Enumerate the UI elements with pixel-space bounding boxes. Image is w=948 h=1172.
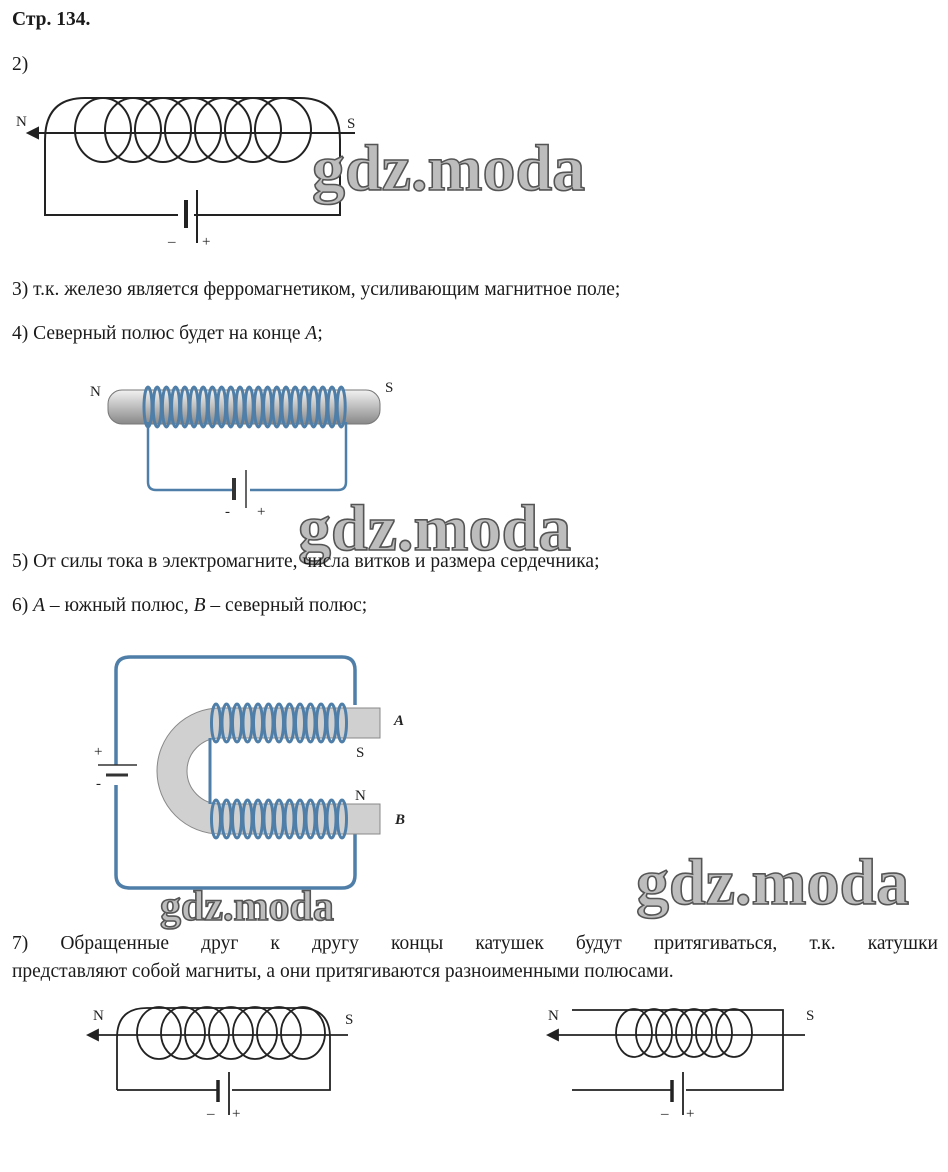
- north-label: N: [93, 1008, 104, 1024]
- text: – южный полюс,: [45, 595, 194, 616]
- text: – северный полюс;: [205, 595, 368, 616]
- number: 6): [12, 595, 34, 616]
- south-label: S: [345, 1012, 353, 1028]
- plus-label: +: [686, 1106, 694, 1122]
- plus-label: +: [257, 504, 265, 520]
- item-2-number: 2): [12, 54, 29, 75]
- south-label: S: [347, 116, 355, 132]
- north-label: N: [16, 114, 27, 130]
- coil-turn: [336, 702, 348, 744]
- south-label: S: [806, 1008, 814, 1024]
- minus-label: -: [225, 504, 230, 520]
- end-a: A: [305, 323, 318, 344]
- coil-turn: [208, 1006, 254, 1060]
- coil-turn: [136, 1006, 182, 1060]
- page-label: Стр. 134.: [12, 9, 91, 30]
- coil-turn: [280, 1006, 326, 1060]
- coil-turn: [635, 1008, 673, 1058]
- coil-turn: [335, 385, 347, 429]
- answer-4-text: 4) Северный полюс будет на конце: [12, 323, 306, 344]
- coil-turn: [160, 1006, 206, 1060]
- coil-turn: [256, 1006, 302, 1060]
- watermark: gdz.moda: [636, 846, 909, 919]
- horseshoe-electromagnet-diagram: [98, 655, 381, 890]
- watermark: gdz.moda: [312, 132, 585, 205]
- end-a-label: A: [393, 713, 404, 729]
- watermark: gdz.moda: [160, 884, 334, 930]
- punct: ;: [317, 323, 323, 344]
- coil-turn: [655, 1008, 693, 1058]
- north-label: N: [90, 384, 101, 400]
- answer-3: 3) т.к. железо является ферромагнетиком,…: [12, 279, 621, 300]
- north-label: N: [548, 1008, 559, 1024]
- answer-7-line-2: представляют собой магниты, а они притяг…: [12, 961, 674, 982]
- watermark: gdz.moda: [298, 492, 571, 565]
- answer-4: 4) Северный полюс будет на конце A;: [12, 324, 323, 344]
- coil-turn: [184, 1006, 230, 1060]
- minus-label: –: [167, 234, 176, 250]
- coil-turn: [232, 1006, 278, 1060]
- plus-label: +: [94, 744, 102, 760]
- end-b-label: B: [394, 812, 405, 828]
- minus-label: –: [660, 1106, 669, 1122]
- south-label: S: [385, 380, 393, 396]
- plus-label: +: [232, 1106, 240, 1122]
- pole-b-label: N: [355, 788, 366, 804]
- plus-label: +: [202, 234, 210, 250]
- coil-turn: [715, 1008, 753, 1058]
- pole-a-label: S: [356, 745, 364, 761]
- answer-6: 6) A – южный полюс, B – северный полюс;: [12, 596, 367, 616]
- solenoid-diagram-left: [85, 1006, 348, 1115]
- coil-turn: [336, 798, 348, 840]
- solenoid-diagram-1: [25, 97, 355, 243]
- minus-label: -: [96, 776, 101, 792]
- end-a: A: [33, 595, 46, 616]
- coil-turn: [675, 1008, 713, 1058]
- minus-label: –: [206, 1106, 215, 1122]
- iron-rod-diagram: [107, 385, 381, 508]
- solenoid-diagram-right: [545, 1008, 805, 1115]
- coil-turn: [695, 1008, 733, 1058]
- answer-5: 5) От силы тока в электромагните, числа …: [12, 551, 600, 572]
- answer-7-line-1: 7) Обращенные друг к другу концы катушек…: [12, 933, 938, 954]
- coil-turn: [615, 1008, 653, 1058]
- end-b: B: [193, 595, 206, 616]
